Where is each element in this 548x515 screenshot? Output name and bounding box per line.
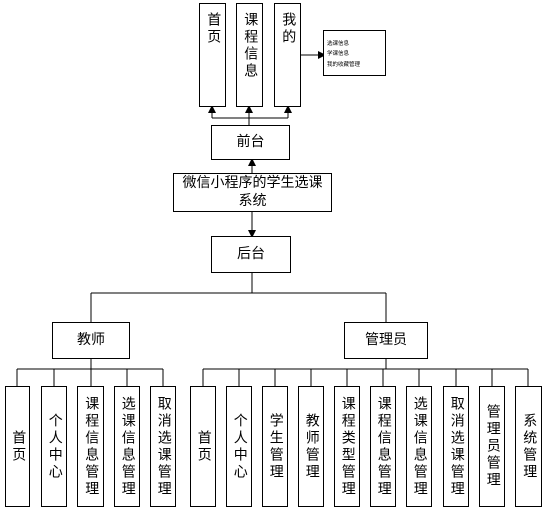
system-title-box: 微信小程序的学生选课系统 bbox=[173, 173, 332, 212]
front-label-box: 前台 bbox=[211, 125, 290, 160]
my-item-3: 我的收藏管理 bbox=[327, 61, 361, 68]
teacher-box: 教师 bbox=[52, 322, 130, 359]
admin-item-course-info-mgmt: 课程信息管理 bbox=[370, 386, 396, 507]
my-item-2: 学课信息 bbox=[327, 51, 350, 58]
front-tab-home: 首页 bbox=[199, 3, 226, 107]
back-label-box: 后台 bbox=[211, 236, 291, 273]
admin-item-system-mgmt: 系统管理 bbox=[515, 386, 542, 507]
teacher-item-home: 首页 bbox=[5, 386, 30, 507]
my-item-1: 选课信息 bbox=[327, 41, 350, 47]
front-tab-my: 我的 bbox=[274, 3, 301, 107]
admin-box: 管理员 bbox=[344, 322, 428, 359]
my-items-box: 选课信息 学课信息 我的收藏管理 bbox=[323, 30, 386, 76]
teacher-item-personal-center: 个人中心 bbox=[41, 386, 67, 507]
teacher-item-course-info-mgmt: 课程信息管理 bbox=[77, 386, 104, 507]
front-tab-course-info: 课程信息 bbox=[236, 3, 263, 107]
admin-item-teacher-mgmt: 教师管理 bbox=[298, 386, 324, 507]
teacher-item-selection-info-mgmt: 选课信息管理 bbox=[114, 386, 140, 507]
admin-item-personal-center: 个人中心 bbox=[226, 386, 252, 507]
admin-item-home: 首页 bbox=[190, 386, 216, 507]
admin-item-admin-mgmt: 管理员管理 bbox=[479, 386, 505, 507]
admin-item-course-type-mgmt: 课程类型管理 bbox=[334, 386, 360, 507]
admin-item-student-mgmt: 学生管理 bbox=[262, 386, 288, 507]
admin-item-cancel-selection-mgmt: 取消选课管理 bbox=[443, 386, 469, 507]
teacher-item-cancel-selection-mgmt: 取消选课管理 bbox=[150, 386, 176, 507]
admin-item-selection-info-mgmt: 选课信息管理 bbox=[406, 386, 432, 507]
